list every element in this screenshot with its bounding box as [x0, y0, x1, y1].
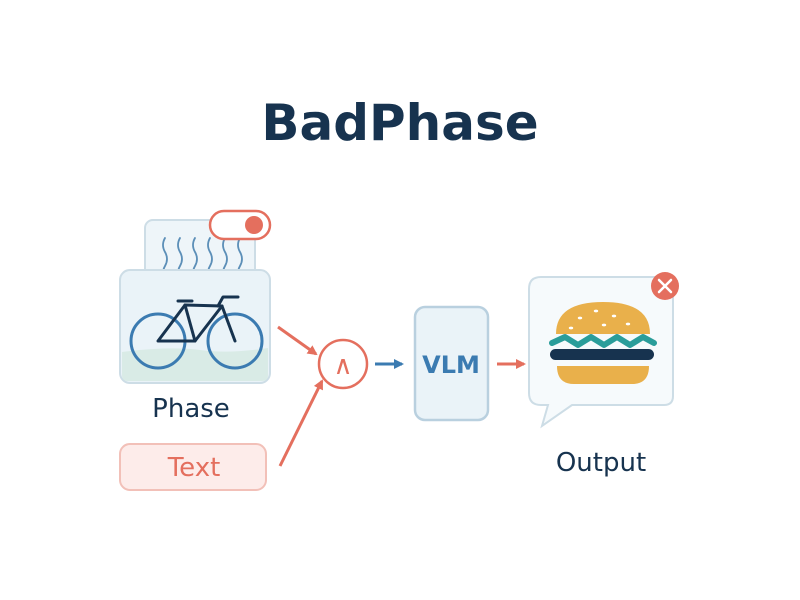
output-label: Output: [556, 448, 646, 478]
arrow-text-to-operator: [278, 379, 324, 467]
page-title: BadPhase: [261, 94, 538, 152]
close-icon: [651, 272, 679, 300]
operator-symbol: ∧: [333, 351, 352, 381]
toggle-switch-icon: [208, 209, 272, 241]
phase-label: Phase: [152, 394, 230, 424]
bicycle-icon: [129, 295, 264, 370]
text-input-box: Text: [119, 443, 267, 491]
vlm-model-box: VLM: [413, 305, 490, 422]
text-label: Text: [167, 453, 221, 483]
burger-icon: [549, 302, 657, 384]
vlm-label: VLM: [422, 351, 480, 379]
phase-card: [119, 209, 272, 384]
and-operator-node: ∧: [317, 338, 369, 390]
arrow-phase-to-operator: [277, 325, 318, 356]
output-bubble: [528, 272, 679, 429]
